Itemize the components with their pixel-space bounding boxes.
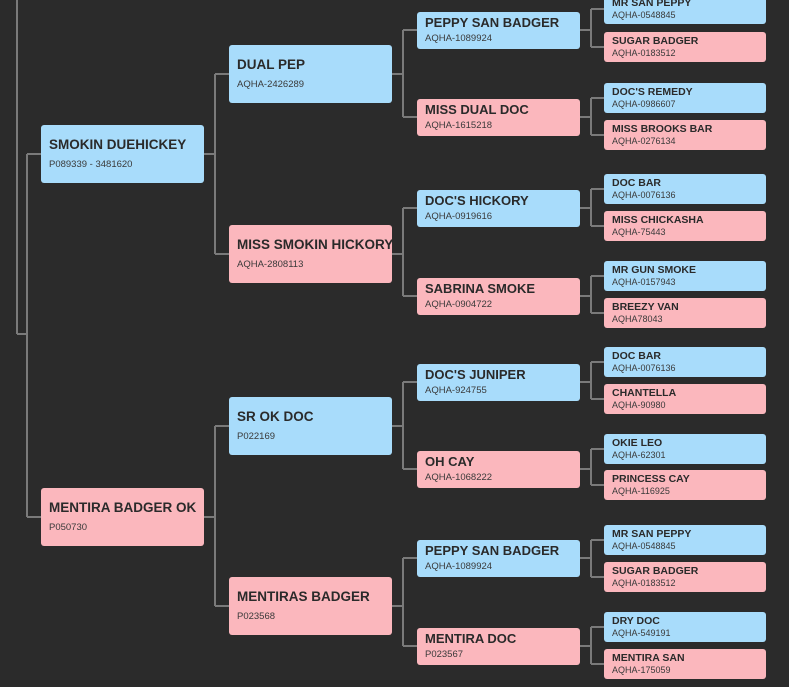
registration-number: AQHA-116925 <box>612 486 670 497</box>
maternal-granddam-card[interactable]: MENTIRAS BADGER P023568 <box>229 577 392 635</box>
registration-number: AQHA-0919616 <box>425 211 493 222</box>
horse-name: CHANTELLA <box>612 387 677 400</box>
great-grandparent-card[interactable]: DOC'S HICKORY AQHA-0919616 <box>417 190 580 227</box>
horse-name: PEPPY SAN BADGER <box>425 15 560 31</box>
registration-number: AQHA-0548845 <box>612 10 676 21</box>
horse-name: DUAL PEP <box>237 56 306 72</box>
horse-name: SUGAR BADGER <box>612 35 699 48</box>
ancestor-card[interactable]: DOC'S REMEDY AQHA-0986607 <box>604 83 766 113</box>
ancestor-card[interactable]: MR SAN PEPPY AQHA-0548845 <box>604 0 766 24</box>
ancestor-card[interactable]: DOC BAR AQHA-0076136 <box>604 347 766 377</box>
registration-number: AQHA-0276134 <box>612 136 676 147</box>
horse-name: MR SAN PEPPY <box>612 528 692 541</box>
great-grandparent-card[interactable]: MISS DUAL DOC AQHA-1615218 <box>417 99 580 136</box>
registration-number: AQHA-1089924 <box>425 561 493 572</box>
horse-name: DRY DOC <box>612 615 660 628</box>
ancestor-card[interactable]: MISS CHICKASHA AQHA-75443 <box>604 211 766 241</box>
registration-number: AQHA-0548845 <box>612 541 676 552</box>
ancestor-card[interactable]: CHANTELLA AQHA-90980 <box>604 384 766 414</box>
great-grandparent-card[interactable]: SABRINA SMOKE AQHA-0904722 <box>417 278 580 315</box>
registration-number: AQHA-0183512 <box>612 48 676 59</box>
horse-name: SABRINA SMOKE <box>425 281 536 297</box>
registration-number: AQHA-62301 <box>612 450 666 461</box>
ancestor-card[interactable]: MENTIRA SAN AQHA-175059 <box>604 649 766 679</box>
ancestor-card[interactable]: SUGAR BADGER AQHA-0183512 <box>604 562 766 592</box>
registration-number: AQHA-0076136 <box>612 190 676 201</box>
great-grandparent-card[interactable]: OH CAY AQHA-1068222 <box>417 451 580 488</box>
registration-number: AQHA-0904722 <box>425 299 493 310</box>
registration-number: AQHA-924755 <box>425 385 487 396</box>
horse-name: MISS SMOKIN HICKORY <box>237 236 392 252</box>
registration-number: AQHA-90980 <box>612 400 666 411</box>
horse-name: DOC'S HICKORY <box>425 193 529 209</box>
horse-name: PEPPY SAN BADGER <box>425 543 560 559</box>
registration-number: AQHA-1615218 <box>425 120 493 131</box>
horse-name: MR GUN SMOKE <box>612 264 696 277</box>
horse-name: MENTIRAS BADGER <box>237 588 370 604</box>
ancestor-card[interactable]: SUGAR BADGER AQHA-0183512 <box>604 32 766 62</box>
horse-name: DOC'S REMEDY <box>612 86 693 99</box>
ancestor-card[interactable]: MISS BROOKS BAR AQHA-0276134 <box>604 120 766 150</box>
great-grandparent-card[interactable]: DOC'S JUNIPER AQHA-924755 <box>417 364 580 401</box>
registration-number: AQHA-0183512 <box>612 578 676 589</box>
registration-number: P023567 <box>425 649 464 660</box>
sire-card[interactable]: SMOKIN DUEHICKEY P089339 - 3481620 <box>41 125 204 183</box>
ancestor-card[interactable]: DOC BAR AQHA-0076136 <box>604 174 766 204</box>
horse-name: DOC'S JUNIPER <box>425 367 526 383</box>
ancestor-card[interactable]: MR GUN SMOKE AQHA-0157943 <box>604 261 766 291</box>
horse-name: PRINCESS CAY <box>612 473 690 486</box>
horse-name: MISS CHICKASHA <box>612 214 704 227</box>
maternal-grandsire-card[interactable]: SR OK DOC P022169 <box>229 397 392 455</box>
registration-number: AQHA-1068222 <box>425 472 493 483</box>
ancestor-card[interactable]: DRY DOC AQHA-549191 <box>604 612 766 642</box>
horse-name: MENTIRA BADGER OK <box>49 499 197 515</box>
registration-number: AQHA-75443 <box>612 227 666 238</box>
registration-number: AQHA-0076136 <box>612 363 676 374</box>
paternal-grandsire-card[interactable]: DUAL PEP AQHA-2426289 <box>229 45 392 103</box>
horse-name: SUGAR BADGER <box>612 565 699 578</box>
ancestor-card[interactable]: MR SAN PEPPY AQHA-0548845 <box>604 525 766 555</box>
registration-number: AQHA78043 <box>612 314 663 325</box>
dam-card[interactable]: MENTIRA BADGER OK P050730 <box>41 488 204 546</box>
great-grandparent-card[interactable]: PEPPY SAN BADGER AQHA-1089924 <box>417 540 580 577</box>
horse-name: MISS DUAL DOC <box>425 102 529 118</box>
registration-number: P023568 <box>237 611 276 623</box>
horse-name: BREEZY VAN <box>612 301 679 314</box>
horse-name: OH CAY <box>425 454 475 470</box>
horse-name: MR SAN PEPPY <box>612 0 692 10</box>
registration-number: AQHA-0986607 <box>612 99 676 110</box>
ancestor-card[interactable]: BREEZY VAN AQHA78043 <box>604 298 766 328</box>
registration-number: AQHA-549191 <box>612 628 671 639</box>
ancestor-card[interactable]: PRINCESS CAY AQHA-116925 <box>604 470 766 500</box>
horse-name: DOC BAR <box>612 177 661 190</box>
horse-name: DOC BAR <box>612 350 661 363</box>
registration-number: P022169 <box>237 431 276 443</box>
registration-number: P089339 - 3481620 <box>49 159 133 171</box>
registration-number: AQHA-1089924 <box>425 33 493 44</box>
horse-name: SR OK DOC <box>237 408 314 424</box>
horse-name: MENTIRA SAN <box>612 652 685 665</box>
horse-name: OKIE LEO <box>612 437 663 450</box>
horse-name: MENTIRA DOC <box>425 631 517 647</box>
registration-number: P050730 <box>49 522 88 534</box>
paternal-granddam-card[interactable]: MISS SMOKIN HICKORY AQHA-2808113 <box>229 225 392 283</box>
great-grandparent-card[interactable]: PEPPY SAN BADGER AQHA-1089924 <box>417 12 580 49</box>
registration-number: AQHA-175059 <box>612 665 671 676</box>
registration-number: AQHA-0157943 <box>612 277 676 288</box>
great-grandparent-card[interactable]: MENTIRA DOC P023567 <box>417 628 580 665</box>
registration-number: AQHA-2808113 <box>237 259 304 271</box>
horse-name: SMOKIN DUEHICKEY <box>49 136 187 152</box>
horse-name: MISS BROOKS BAR <box>612 123 713 136</box>
ancestor-card[interactable]: OKIE LEO AQHA-62301 <box>604 434 766 464</box>
registration-number: AQHA-2426289 <box>237 79 305 91</box>
